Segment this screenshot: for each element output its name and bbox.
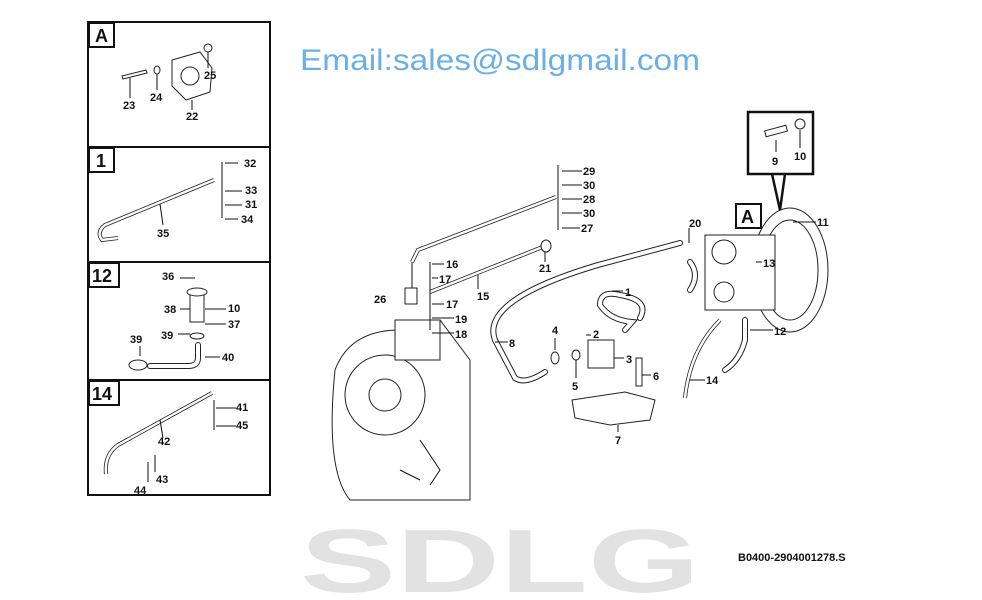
detail-box-a	[735, 203, 762, 229]
panel-id-box	[88, 22, 115, 48]
transmission-housing	[331, 319, 471, 501]
callout-23: 23	[123, 100, 135, 112]
callout-26: 26	[374, 294, 386, 306]
panel-id-box	[88, 147, 115, 173]
torque-converter	[704, 207, 829, 333]
callout-31: 31	[245, 199, 257, 211]
panel-12: 12 36 38 10 37 39 39 40	[88, 262, 240, 371]
callout-38: 38	[164, 304, 176, 316]
callout-33: 33	[245, 185, 257, 197]
callout-17-b: 17	[446, 299, 458, 311]
callout-4: 4	[552, 325, 559, 337]
callout-37: 37	[228, 319, 240, 331]
callout-39-b: 39	[130, 334, 142, 346]
callout-35: 35	[157, 228, 169, 240]
bolt-6	[635, 357, 643, 387]
o-ring-5	[571, 349, 581, 361]
detail-box-a-label: A	[741, 207, 754, 227]
callout-44: 44	[134, 485, 147, 497]
panel-1: 1 32 33 31 34 35	[88, 147, 257, 243]
callout-5: 5	[572, 381, 578, 393]
fitting-21	[540, 239, 552, 253]
main-assembly: A 29 30 28 30 27 16 17 21 15 26 17 19 18…	[331, 110, 829, 501]
panels-frame	[87, 21, 271, 496]
clamp	[189, 332, 205, 340]
bolt-head	[203, 43, 213, 53]
hose-clamp	[128, 359, 148, 371]
bracket-7	[571, 391, 656, 426]
callout-42: 42	[158, 436, 170, 448]
callout-18: 18	[455, 329, 467, 341]
callout-10: 10	[794, 151, 806, 163]
washer	[153, 65, 161, 75]
callout-21: 21	[539, 263, 551, 275]
callout-19: 19	[455, 314, 467, 326]
brand-watermark: SDLG	[300, 512, 700, 600]
panel-id: A	[95, 26, 108, 46]
callout-15: 15	[477, 291, 489, 303]
stud	[121, 69, 148, 80]
callout-24: 24	[150, 92, 163, 104]
callout-45: 45	[236, 420, 248, 432]
callout-3: 3	[626, 354, 632, 366]
callout-8: 8	[509, 338, 515, 350]
callout-10: 10	[228, 303, 240, 315]
callout-43: 43	[156, 474, 168, 486]
callout-39: 39	[161, 330, 173, 342]
callout-9: 9	[772, 156, 778, 168]
callout-2: 2	[593, 329, 599, 341]
panel-id: 12	[92, 266, 112, 286]
callout-30: 30	[583, 180, 595, 192]
callout-25: 25	[204, 70, 216, 82]
cap	[186, 287, 208, 297]
callout-13: 13	[763, 258, 775, 270]
panel-id-box	[88, 262, 120, 288]
panel-id-box	[88, 380, 120, 406]
callout-34: 34	[241, 214, 254, 226]
callout-36: 36	[162, 271, 174, 283]
callout-28: 28	[583, 194, 595, 206]
detail-panels: A 25 24 23 22 1 32 33 31 34 35	[87, 21, 271, 497]
drawing-code: B0400-2904001278.S	[738, 552, 846, 564]
callout-16: 16	[446, 259, 458, 271]
email-watermark: Email:sales@sdlgmail.com	[300, 44, 700, 77]
callout-41: 41	[236, 402, 248, 414]
panel-id: 14	[92, 384, 112, 404]
callout-29: 29	[583, 166, 595, 178]
callout-1: 1	[625, 287, 631, 299]
adapter-4	[550, 351, 560, 365]
gasket-hole	[180, 66, 200, 86]
callout-32: 32	[244, 158, 256, 170]
callout-6: 6	[653, 371, 659, 383]
adapter-26	[404, 287, 418, 305]
callout-12: 12	[774, 326, 786, 338]
callout-40: 40	[222, 352, 234, 364]
callout-20: 20	[689, 218, 701, 230]
callout-17: 17	[439, 274, 451, 286]
callout-30-b: 30	[583, 208, 595, 220]
callout-27: 27	[581, 223, 593, 235]
callout-11: 11	[817, 217, 829, 229]
brand-watermark-text: SDLG	[300, 512, 700, 600]
filter-3	[587, 339, 615, 369]
callout-7: 7	[615, 435, 621, 447]
callout-14: 14	[706, 375, 719, 387]
panel-a: A 25 24 23 22	[88, 22, 216, 123]
callout-22: 22	[186, 111, 198, 123]
panel-id: 1	[96, 151, 106, 171]
panel-14: 14 41 45 42 43 44	[88, 380, 248, 497]
